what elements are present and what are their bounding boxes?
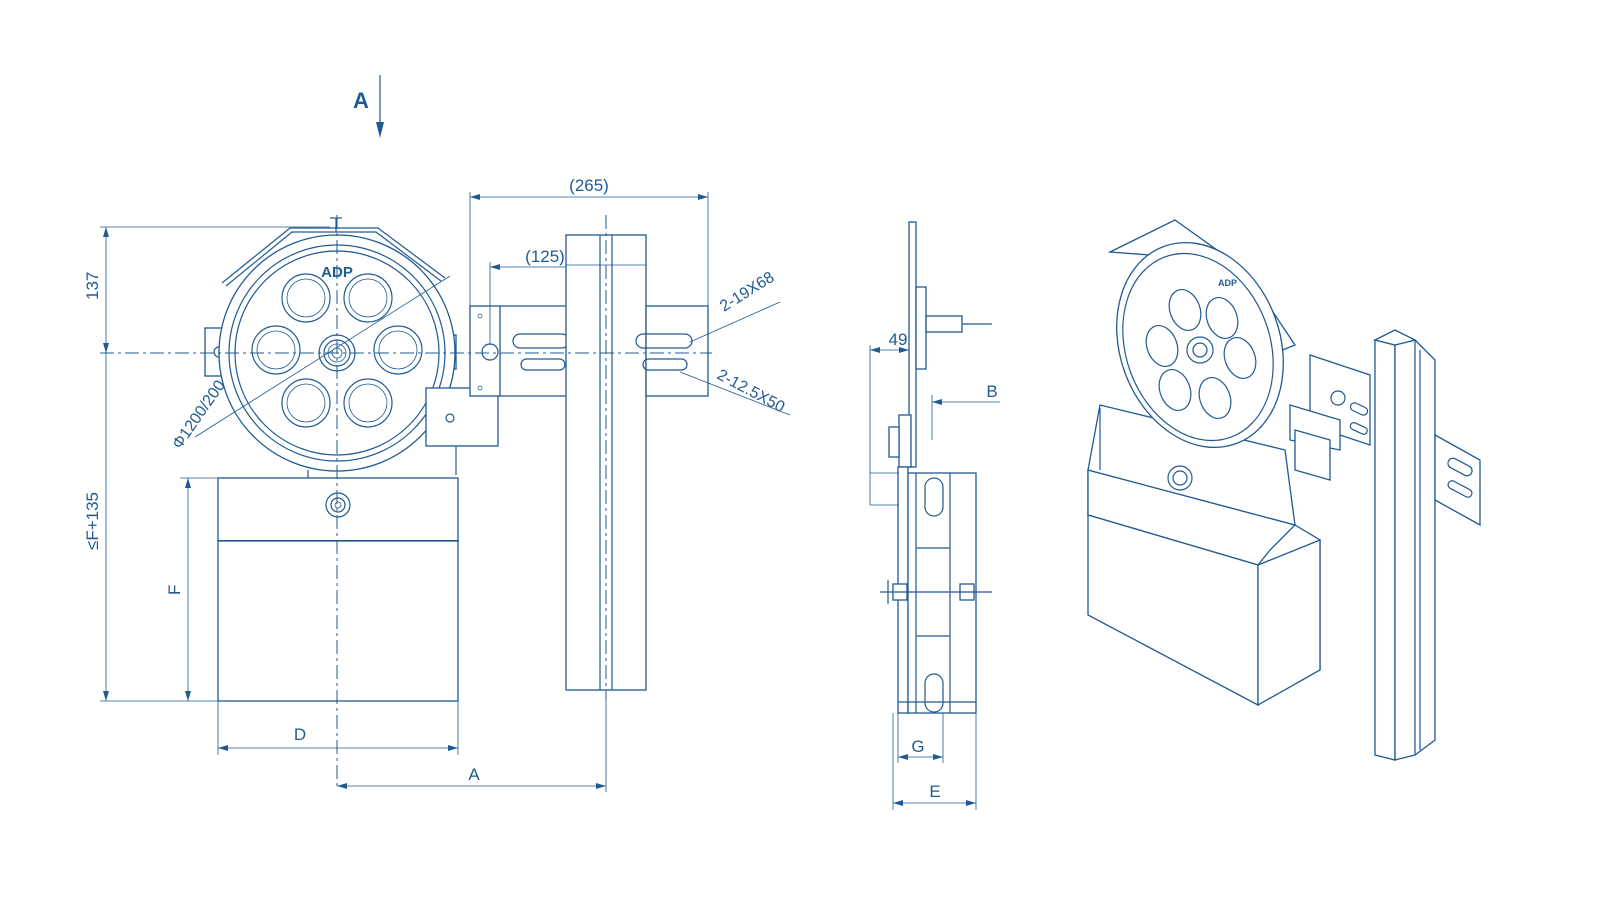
front-view: ADP [100,192,791,792]
dim-g: G [911,737,924,756]
side-view [869,221,1000,810]
dim-49: 49 [889,330,908,349]
dim-diameter: Φ1200/200 [169,377,229,452]
dim-d: D [294,725,306,744]
dim-b: B [986,382,997,401]
dim-f: F [165,585,184,595]
dim-137: 137 [83,272,102,300]
weight-body [217,540,459,702]
dim-slot-large: 2-19X68 [717,269,777,316]
dim-a: A [468,765,480,784]
dim-125: (125) [525,247,565,266]
iso-brand-label: ADP [1218,278,1237,288]
isometric-view: ADP [1087,219,1481,761]
view-arrow: A [353,75,384,138]
dim-e: E [929,782,940,801]
weight-top [217,477,459,542]
iso-wheel [1116,241,1284,449]
dim-f135: ≤F+135 [83,492,102,550]
dim-265: (265) [569,176,609,195]
view-label: A [353,88,369,113]
dim-slot-small: 2-12.5X50 [714,367,787,417]
